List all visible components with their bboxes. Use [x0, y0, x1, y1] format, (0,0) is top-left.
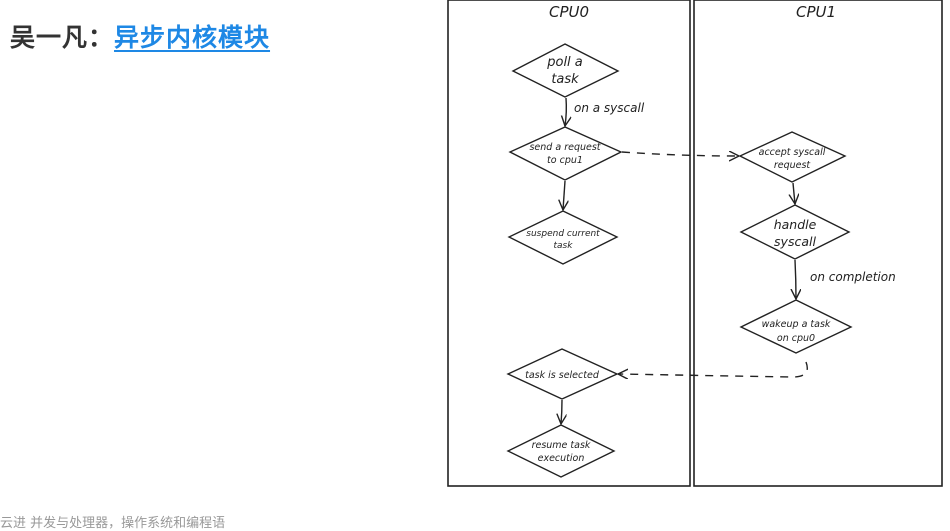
node-poll-task: poll a task: [511, 43, 620, 98]
node-task-selected: task is selected: [506, 348, 619, 400]
node-accept-syscall-line2: request: [774, 160, 812, 171]
edge-wakeup-to-selected: [618, 361, 808, 377]
edge-label-on-completion: on completion: [810, 270, 896, 284]
node-handle-syscall-line1: handle: [774, 217, 817, 232]
node-poll-task-line1: poll a: [546, 55, 583, 70]
node-send-request-line1: send a request: [529, 142, 601, 153]
edge-label-on-syscall: on a syscall: [574, 101, 645, 115]
edge-poll-to-send: [565, 97, 566, 126]
node-wakeup-task-line2: on cpu0: [777, 333, 815, 344]
node-accept-syscall: accept syscall request: [738, 131, 847, 183]
node-accept-syscall-line1: accept syscall: [759, 147, 826, 158]
node-resume-task-line1: resume task: [532, 440, 591, 451]
node-handle-syscall: handle syscall: [739, 204, 851, 260]
module-title-link[interactable]: 异步内核模块: [114, 23, 271, 52]
edge-send-to-accept: [621, 152, 739, 156]
node-wakeup-task-line1: wakeup a task: [762, 319, 831, 330]
author-name: 吴一凡：: [10, 23, 115, 52]
edge-send-to-suspend: [563, 180, 565, 210]
node-resume-task-line2: execution: [538, 453, 585, 464]
node-poll-task-line2: task: [551, 72, 579, 87]
node-wakeup-task: wakeup a task on cpu0: [739, 299, 853, 354]
node-send-request-line2: to cpu1: [547, 155, 583, 166]
edge-handle-to-wakeup: [795, 259, 796, 299]
lane-label-cpu0: CPU0: [549, 3, 589, 21]
node-suspend-task-line2: task: [554, 241, 574, 251]
node-suspend-task: suspend current task: [507, 210, 619, 265]
lane-cpu1: [693, 0, 943, 487]
slide-title: 吴一凡：异步内核模块: [10, 18, 270, 54]
lane-cpu0: [447, 0, 691, 487]
node-task-selected-line1: task is selected: [525, 370, 600, 381]
lane-label-cpu1: CPU1: [796, 3, 836, 21]
edge-accept-to-handle: [793, 182, 795, 204]
node-send-request: send a request to cpu1: [508, 126, 623, 181]
node-handle-syscall-line2: syscall: [774, 234, 816, 249]
edge-selected-to-resume: [561, 399, 562, 424]
node-suspend-task-line1: suspend current: [526, 229, 600, 239]
node-resume-task: resume task execution: [506, 424, 616, 478]
